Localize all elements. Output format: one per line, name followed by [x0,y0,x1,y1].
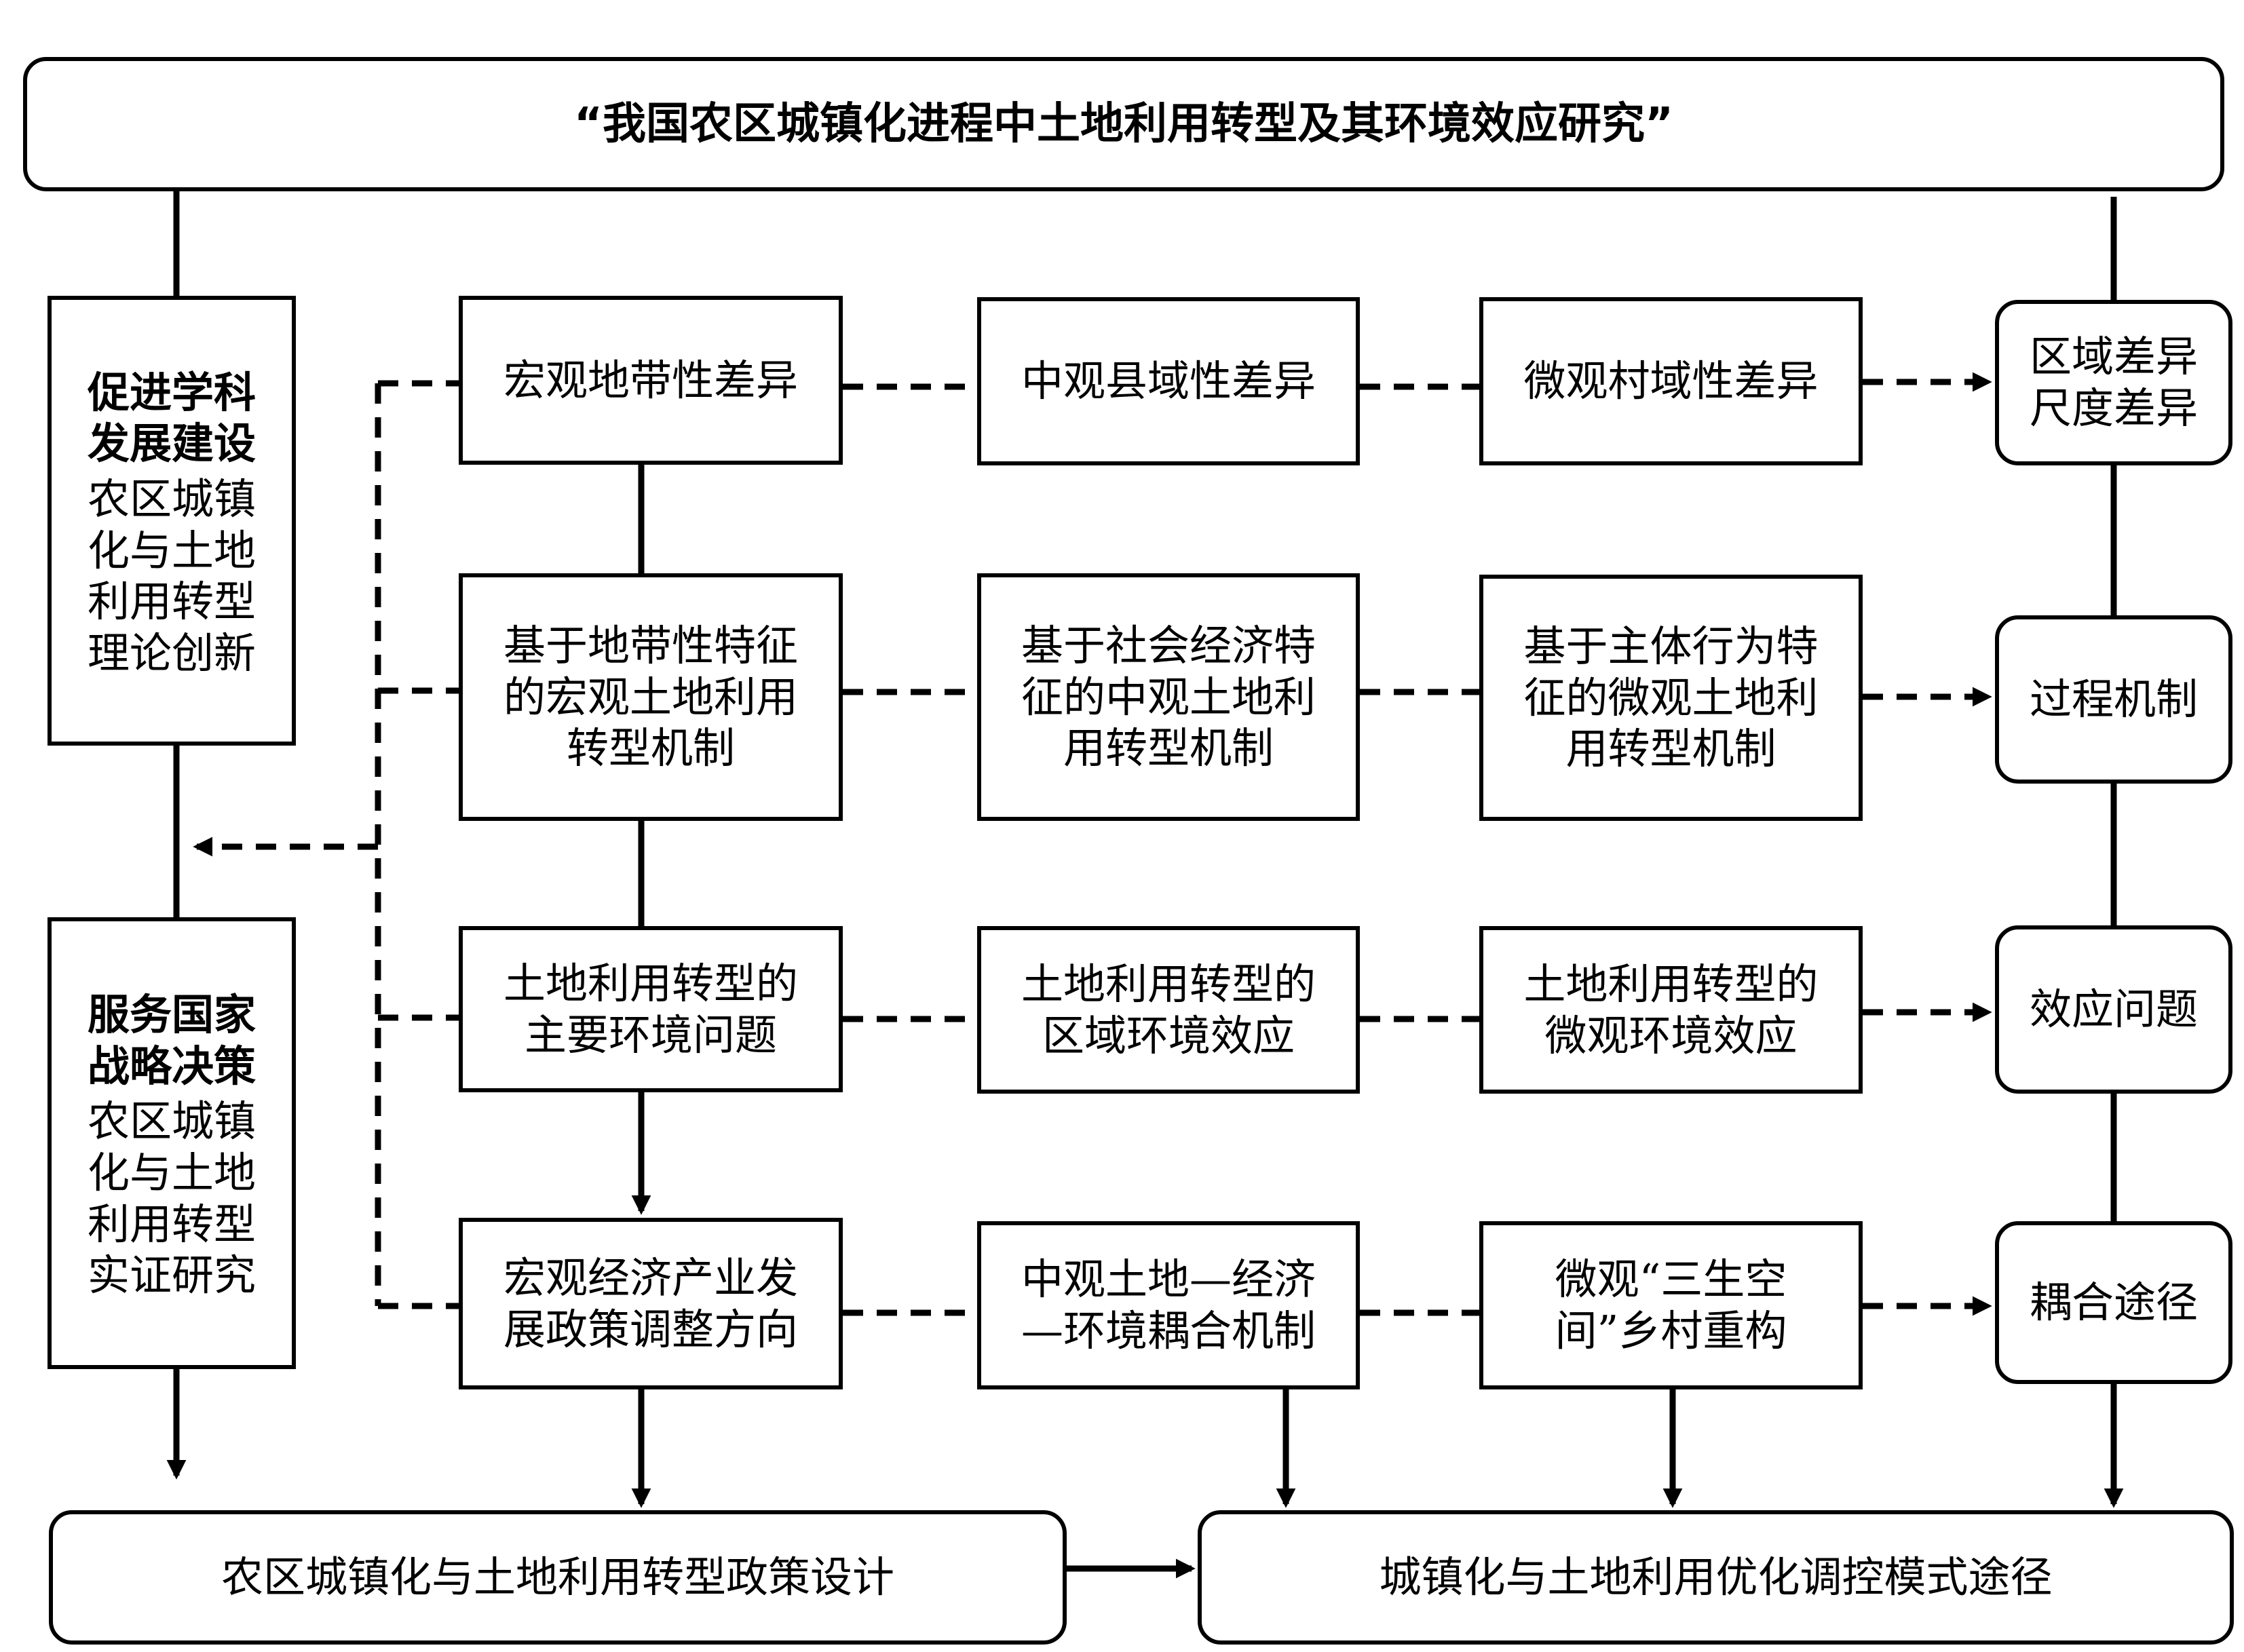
node-macro-transition-mechanism: 基于地带性特征 的宏观土地利用 转型机制 [459,573,843,821]
node-right-effect-problems: 效应问题 [1995,925,2232,1094]
left-panel-body: 农区城镇 化与土地 利用转型 实证研究 [87,1096,256,1301]
node-label: 宏观经济产业发 展政策调整方向 [503,1252,798,1354]
node-label: 中观县域性差异 [1021,356,1316,406]
node-label: 微观村域性差异 [1523,356,1819,406]
node-right-process-mechanism: 过程机制 [1995,615,2232,784]
node-micro-rural-restructuring: 微观“三生空 间”乡村重构 [1479,1221,1863,1389]
left-panel-body: 农区城镇 化与土地 利用转型 理论创新 [87,474,256,678]
title-box: “我国农区城镇化进程中土地利用转型及其环境效应研究” [23,57,2224,191]
node-label: 基于主体行为特 征的微观土地利 用转型机制 [1523,621,1819,774]
node-label: 耦合途径 [2029,1278,2198,1328]
node-macro-environmental-problems: 土地利用转型的 主要环境问题 [459,926,843,1092]
node-meso-transition-mechanism: 基于社会经济特 征的中观土地利 用转型机制 [977,573,1360,821]
node-micro-village-difference: 微观村域性差异 [1479,297,1863,465]
node-meso-coupling-mechanism: 中观土地—经济 —环境耦合机制 [977,1221,1360,1389]
node-right-regional-scale-difference: 区域差异 尺度差异 [1995,300,2232,465]
node-label: 土地利用转型的 主要环境问题 [503,958,798,1060]
left-panel-strategy: 服务国家 战略决策 农区城镇 化与土地 利用转型 实证研究 [47,917,296,1369]
node-label: 基于社会经济特 征的中观土地利 用转型机制 [1021,621,1316,773]
node-label: 区域差异 尺度差异 [2029,332,2198,433]
bottom-optimization-pathway: 城镇化与土地利用优化调控模式途径 [1198,1510,2234,1645]
node-label: 土地利用转型的 区域环境效应 [1021,959,1316,1060]
bottom-label: 城镇化与土地利用优化调控模式途径 [1379,1552,2053,1602]
node-label: 基于地带性特征 的宏观土地利用 转型机制 [503,621,798,773]
node-label: 效应问题 [2029,984,2198,1035]
node-right-coupling-pathway: 耦合途径 [1995,1221,2232,1384]
node-label: 宏观地带性差异 [503,355,798,405]
node-label: 过程机制 [2029,674,2198,725]
node-macro-zonal-difference: 宏观地带性差异 [459,296,843,465]
node-macro-policy-direction: 宏观经济产业发 展政策调整方向 [459,1218,843,1389]
node-label: 土地利用转型的 微观环境效应 [1523,959,1819,1060]
page-title: “我国农区城镇化进程中土地利用转型及其环境效应研究” [573,98,1674,149]
left-panel-heading: 服务国家 战略决策 [87,990,256,1091]
node-label: 中观土地—经济 —环境耦合机制 [1021,1254,1316,1356]
node-micro-environmental-effects: 土地利用转型的 微观环境效应 [1479,926,1863,1094]
node-micro-transition-mechanism: 基于主体行为特 征的微观土地利 用转型机制 [1479,575,1863,821]
node-meso-regional-effects: 土地利用转型的 区域环境效应 [977,926,1360,1094]
bottom-label: 农区城镇化与土地利用转型政策设计 [221,1552,894,1602]
left-panel-discipline: 促进学科 发展建设 农区城镇 化与土地 利用转型 理论创新 [47,296,296,746]
bottom-policy-design: 农区城镇化与土地利用转型政策设计 [49,1510,1067,1645]
left-panel-heading: 促进学科 发展建设 [87,367,256,469]
node-label: 微观“三生空 间”乡村重构 [1555,1254,1787,1356]
node-meso-county-difference: 中观县域性差异 [977,297,1360,465]
